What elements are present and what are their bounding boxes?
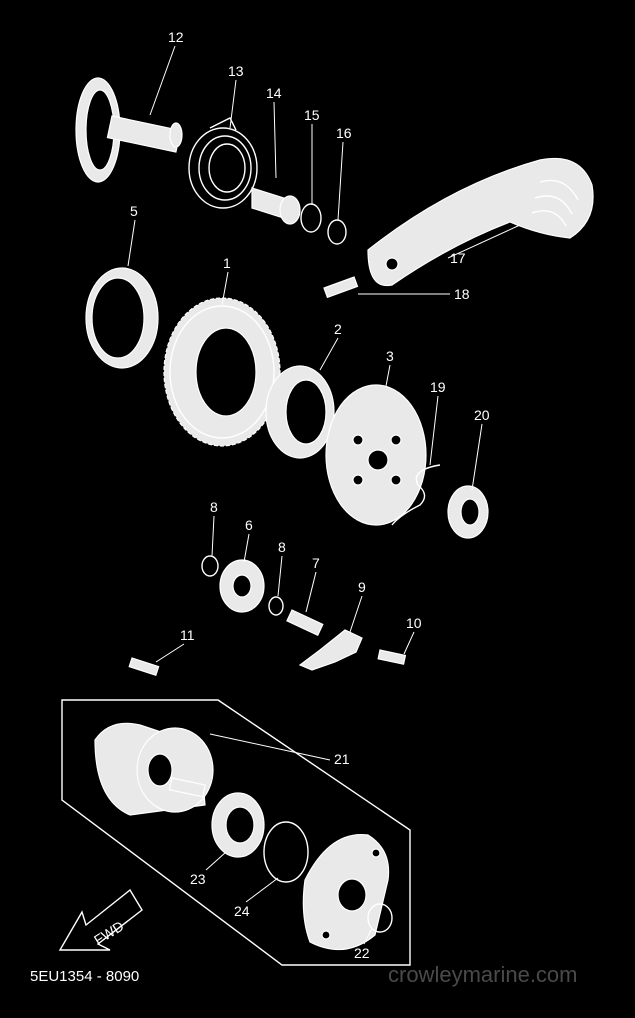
- part-number-callouts: 12 13 14 15 16 5 1 17 18 2 3 19 20 8 6 8…: [130, 29, 490, 961]
- callout-1: 1: [223, 255, 231, 271]
- one-way-clutch-part: [265, 365, 335, 459]
- callout-24: 24: [234, 903, 250, 919]
- bracket-part: [298, 629, 363, 671]
- callout-22: 22: [354, 945, 370, 961]
- callout-6: 6: [245, 517, 253, 533]
- forward-direction-arrow: FWD: [58, 888, 143, 951]
- leader-lines: [127, 45, 521, 945]
- ring-gear-part: [163, 297, 281, 447]
- brush-holder-part: [211, 792, 265, 858]
- bolt-18-part: [323, 276, 359, 299]
- collar-part: [251, 187, 301, 225]
- callout-8a: 8: [210, 499, 218, 515]
- callout-2: 2: [334, 321, 342, 337]
- bolt-11-part: [128, 657, 160, 676]
- washer-15-part: [300, 203, 322, 233]
- callout-13: 13: [228, 63, 244, 79]
- callout-3: 5: [130, 203, 138, 219]
- callout-23: 23: [190, 871, 206, 887]
- kick-lever-part: [367, 157, 594, 287]
- bolt-10-part: [377, 649, 407, 665]
- callout-8b: 8: [278, 539, 286, 555]
- callout-18: 18: [454, 286, 470, 302]
- o-ring-part: [263, 821, 309, 883]
- callout-15: 15: [304, 107, 320, 123]
- diagram-reference-code: 5EU1354 - 8090: [30, 968, 140, 985]
- torsion-spring-part: [188, 117, 258, 209]
- callout-20: 19: [430, 379, 446, 395]
- callout-16: 16: [336, 125, 352, 141]
- direction-label: FWD: [91, 918, 127, 948]
- callout-21: 21: [334, 751, 350, 767]
- starter-assembly-outline: [61, 699, 411, 966]
- callout-11: 11: [180, 627, 195, 643]
- callout-19: 20: [474, 407, 490, 423]
- clip-part: [391, 464, 441, 526]
- pinion-gear-part: [447, 485, 489, 539]
- callout-12: 12: [168, 29, 184, 45]
- washer-8b-part: [268, 596, 284, 616]
- washer-16-part: [327, 219, 347, 245]
- callout-14: 14: [266, 85, 282, 101]
- shaft-7-part: [286, 609, 324, 637]
- front-cover-part: [302, 833, 393, 951]
- callout-9: 9: [358, 579, 366, 595]
- washer-8a-part: [201, 555, 219, 577]
- callout-17: 17: [450, 250, 466, 266]
- callout-7: 7: [312, 555, 320, 571]
- clutch-housing-part: [325, 384, 427, 526]
- kick-shaft-gear-part: [75, 77, 183, 183]
- ring-part: [85, 267, 159, 369]
- callout-10: 10: [406, 615, 422, 631]
- idler-gear-part: [219, 559, 265, 613]
- starter-motor-part: [94, 722, 214, 816]
- callout-5: 3: [386, 348, 394, 364]
- watermark: crowleymarine.com: [388, 962, 578, 987]
